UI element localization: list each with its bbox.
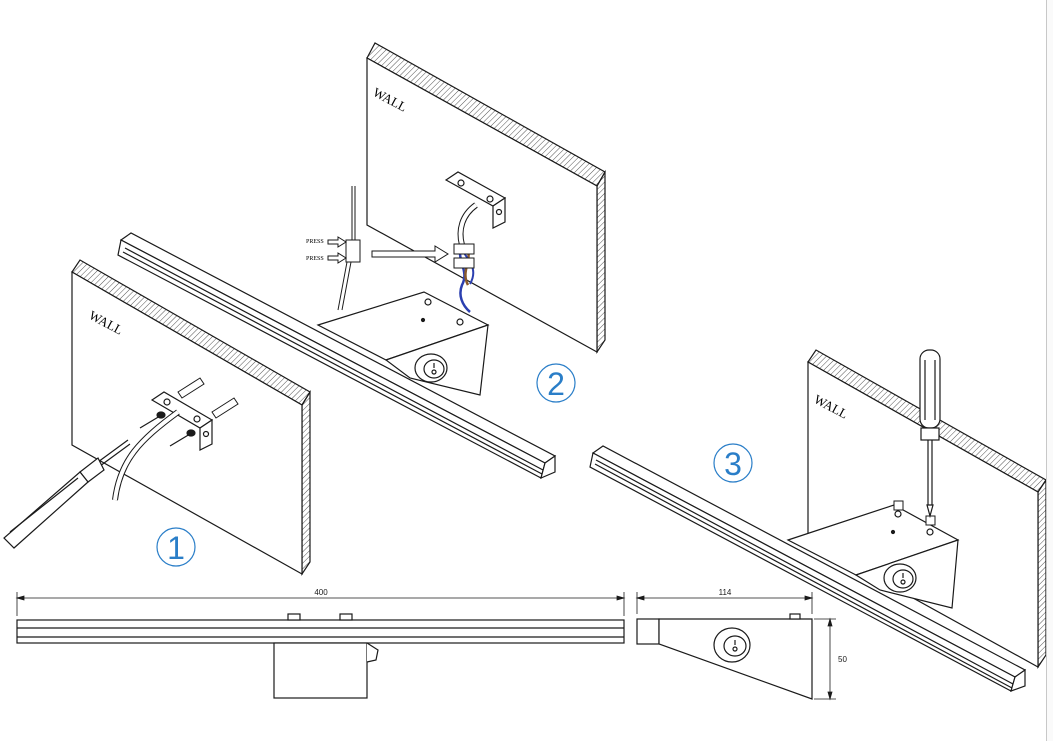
dimension-height bbox=[814, 617, 836, 701]
page-edge-border bbox=[1046, 0, 1053, 741]
step-number-3: 3 bbox=[724, 446, 742, 482]
wiring-step-2 bbox=[453, 202, 478, 313]
dimension-depth bbox=[635, 592, 814, 614]
front-view-drawing bbox=[16, 613, 625, 699]
press-label-top: PRESS bbox=[306, 239, 324, 245]
screwdriver-step-1 bbox=[3, 439, 131, 549]
wall-anchor-plugs bbox=[177, 377, 239, 419]
step-marker-2: 2 bbox=[536, 363, 576, 403]
dimension-height-label: 50 bbox=[838, 655, 847, 664]
wall-panel-step-2 bbox=[366, 42, 606, 354]
dimension-length-label: 400 bbox=[314, 588, 328, 597]
step-number-2: 2 bbox=[547, 366, 565, 402]
side-view-drawing bbox=[636, 613, 813, 700]
dimension-length bbox=[15, 592, 626, 616]
direction-arrow bbox=[371, 245, 449, 263]
dimension-depth-label: 114 bbox=[719, 588, 732, 597]
power-switch-step-3 bbox=[883, 563, 917, 593]
step-number-1: 1 bbox=[167, 530, 185, 566]
mounting-bracket-2 bbox=[444, 171, 507, 229]
light-bar-step-2 bbox=[117, 232, 557, 480]
mounting-bracket-1 bbox=[150, 391, 214, 451]
light-bar-step-3 bbox=[589, 445, 1027, 692]
cable-step-1 bbox=[112, 409, 180, 501]
press-arrow-top bbox=[327, 236, 347, 248]
screws-step-1 bbox=[139, 411, 196, 447]
power-switch-step-2 bbox=[414, 353, 448, 383]
step-marker-1: 1 bbox=[156, 527, 196, 567]
wall-panel-step-1 bbox=[71, 259, 311, 576]
wire-connector-detail bbox=[337, 186, 361, 311]
press-arrow-bottom bbox=[327, 252, 347, 264]
step-marker-3: 3 bbox=[713, 443, 753, 483]
screwdriver-step-3 bbox=[919, 349, 941, 519]
press-label-bottom: PRESS bbox=[306, 256, 324, 262]
